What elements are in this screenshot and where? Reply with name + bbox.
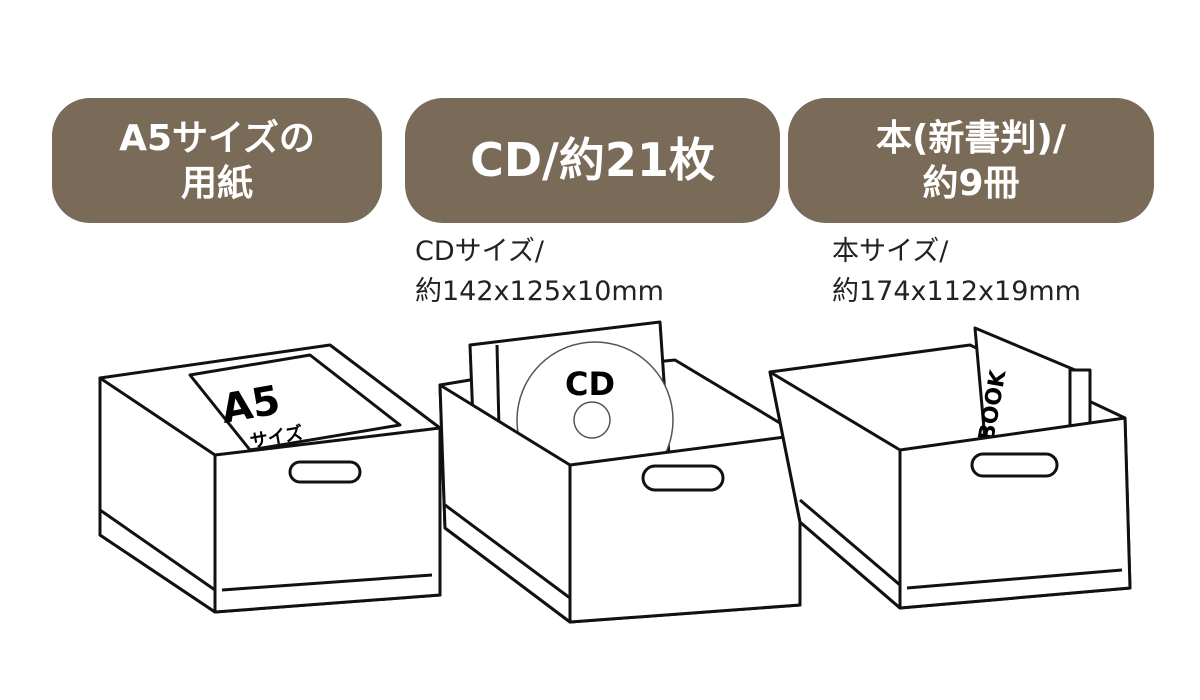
label-book: 本(新書判)/ 約9冊 (788, 98, 1154, 223)
a5-paper-icon (188, 353, 402, 452)
a5-paper-text: A5 (218, 377, 284, 433)
box-cd: CD (438, 320, 802, 624)
book-size-spec: 本サイズ/ 約174x112x19mm (832, 232, 1081, 312)
handle-hole-icon (641, 464, 725, 492)
label-cd-line1: CD/約21枚 (470, 132, 715, 187)
cd-size-spec: CDサイズ/ 約142x125x10mm (415, 232, 664, 312)
label-book-line1: 本(新書判)/ (875, 117, 1067, 159)
box-book: BOOK (768, 326, 1132, 610)
box-a5: A5 サイズ (98, 343, 442, 614)
label-cd: CD/約21枚 (405, 98, 780, 223)
handle-hole-icon (288, 460, 362, 484)
cd-spec-line2: 約142x125x10mm (415, 276, 664, 307)
cd-spec-line1: CDサイズ/ (415, 236, 544, 267)
cd-text: CD (565, 365, 615, 403)
label-book-line2: 約9冊 (922, 162, 1020, 204)
label-a5-line2: 用紙 (180, 162, 253, 204)
book-spec-line1: 本サイズ/ (832, 236, 949, 267)
book-spec-line2: 約174x112x19mm (832, 276, 1081, 307)
handle-hole-icon (970, 452, 1059, 478)
label-a5-paper: A5サイズの 用紙 (52, 98, 382, 223)
label-a5-line1: A5サイズの (119, 117, 315, 159)
